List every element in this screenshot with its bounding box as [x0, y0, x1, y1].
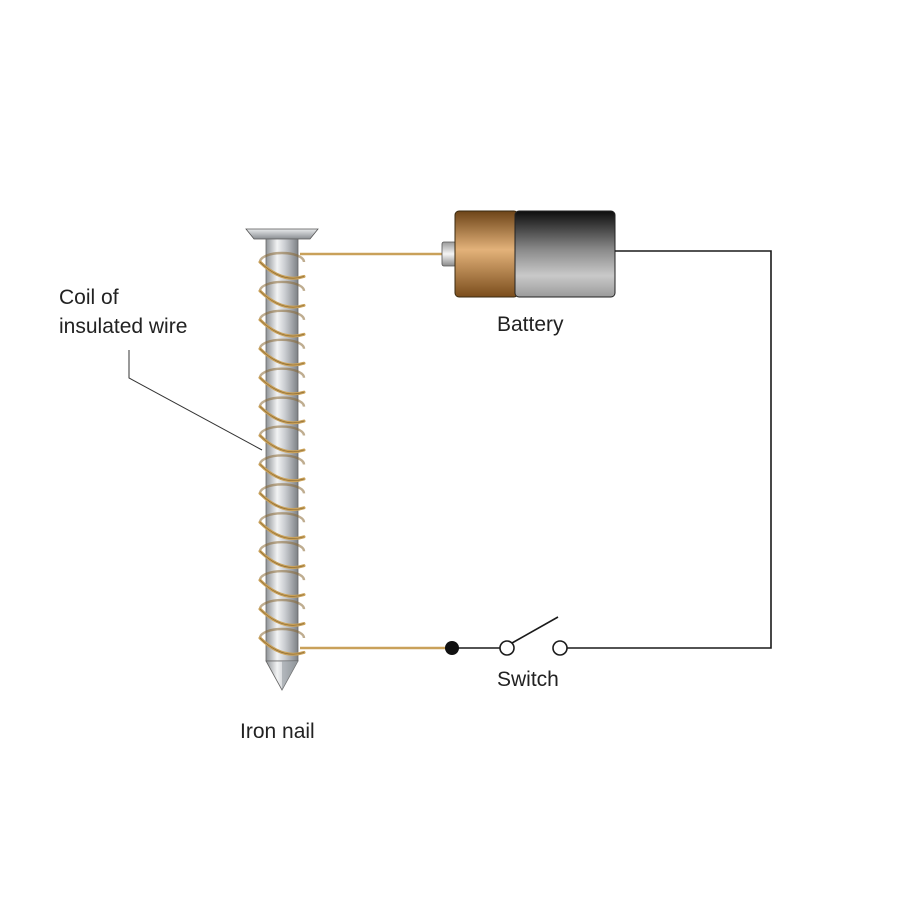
iron-nail-label: Iron nail — [240, 720, 315, 743]
coil-turn-back — [258, 251, 306, 263]
coil-leader-line — [128, 350, 263, 451]
iron-nail — [245, 228, 319, 691]
battery-copper-end — [454, 210, 519, 298]
coil-turn-back — [258, 512, 306, 523]
coil-turn-back — [258, 280, 306, 292]
battery-to-right-wire — [566, 250, 772, 649]
coil-turn-outline — [259, 435, 305, 453]
coil-turn-back — [258, 483, 306, 494]
switch-right-contact — [552, 640, 568, 656]
coil-turn-outline — [259, 406, 305, 424]
switch — [445, 616, 568, 656]
coil-turn-outline — [259, 608, 305, 626]
battery-body — [514, 210, 616, 298]
switch-label: Switch — [497, 668, 559, 691]
coil-turn-back — [258, 569, 306, 581]
coil-turn-back — [258, 627, 306, 639]
coil-turn-back — [258, 338, 306, 349]
coil-turn-back — [258, 598, 306, 610]
switch-left-contact — [499, 640, 515, 656]
coil-turn-back — [258, 309, 306, 321]
coil-turn-outline — [259, 464, 305, 481]
coil-of-insulated-wire — [258, 251, 306, 656]
battery-terminal — [441, 241, 457, 267]
coil-label: Coil of insulated wire — [59, 283, 187, 341]
coil-turn-outline — [259, 261, 305, 279]
coil-turn-back — [258, 541, 306, 552]
coil-turn-outline — [259, 348, 305, 366]
circuit-wires — [452, 250, 772, 649]
coil-turn-outline — [259, 551, 305, 568]
coil-turn-back — [258, 454, 306, 465]
coil-label-line2: insulated wire — [59, 315, 188, 338]
coil-turn-outline — [259, 290, 305, 308]
coil-turn-back — [258, 396, 306, 407]
coil-turn-outline — [259, 579, 305, 597]
coil-turn-outline — [259, 377, 305, 395]
battery — [441, 210, 616, 298]
copper-lead-wires — [300, 252, 452, 650]
switch-junction-dot — [445, 641, 459, 655]
switch-lever — [511, 616, 559, 644]
coil-label-line1: Coil of — [59, 286, 119, 309]
nail-head — [245, 228, 319, 240]
coil-turn-outline — [259, 493, 305, 510]
coil-turn-outline — [259, 319, 305, 337]
coil-turn-outline — [259, 522, 305, 539]
coil-turn-back — [258, 425, 306, 436]
coil-turn-outline — [259, 637, 305, 655]
coil-turn-back — [258, 367, 306, 378]
battery-label: Battery — [497, 313, 564, 336]
